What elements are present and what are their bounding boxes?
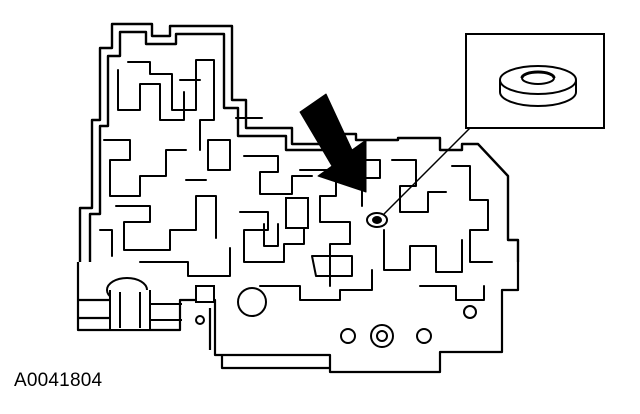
callout-leader-line xyxy=(383,127,471,215)
seal-ring-icon xyxy=(499,65,577,107)
arrow-icon xyxy=(299,93,367,193)
shaft-and-collar xyxy=(106,277,182,331)
seal-detail-inset xyxy=(465,33,605,129)
figure-id-label: A0041804 xyxy=(14,370,103,391)
seal-location xyxy=(366,212,388,228)
valve-body-lower-section xyxy=(76,262,520,374)
valve-body-outline xyxy=(78,22,520,262)
valve-body-bores xyxy=(195,197,477,348)
fluid-channel-passages xyxy=(99,59,493,301)
